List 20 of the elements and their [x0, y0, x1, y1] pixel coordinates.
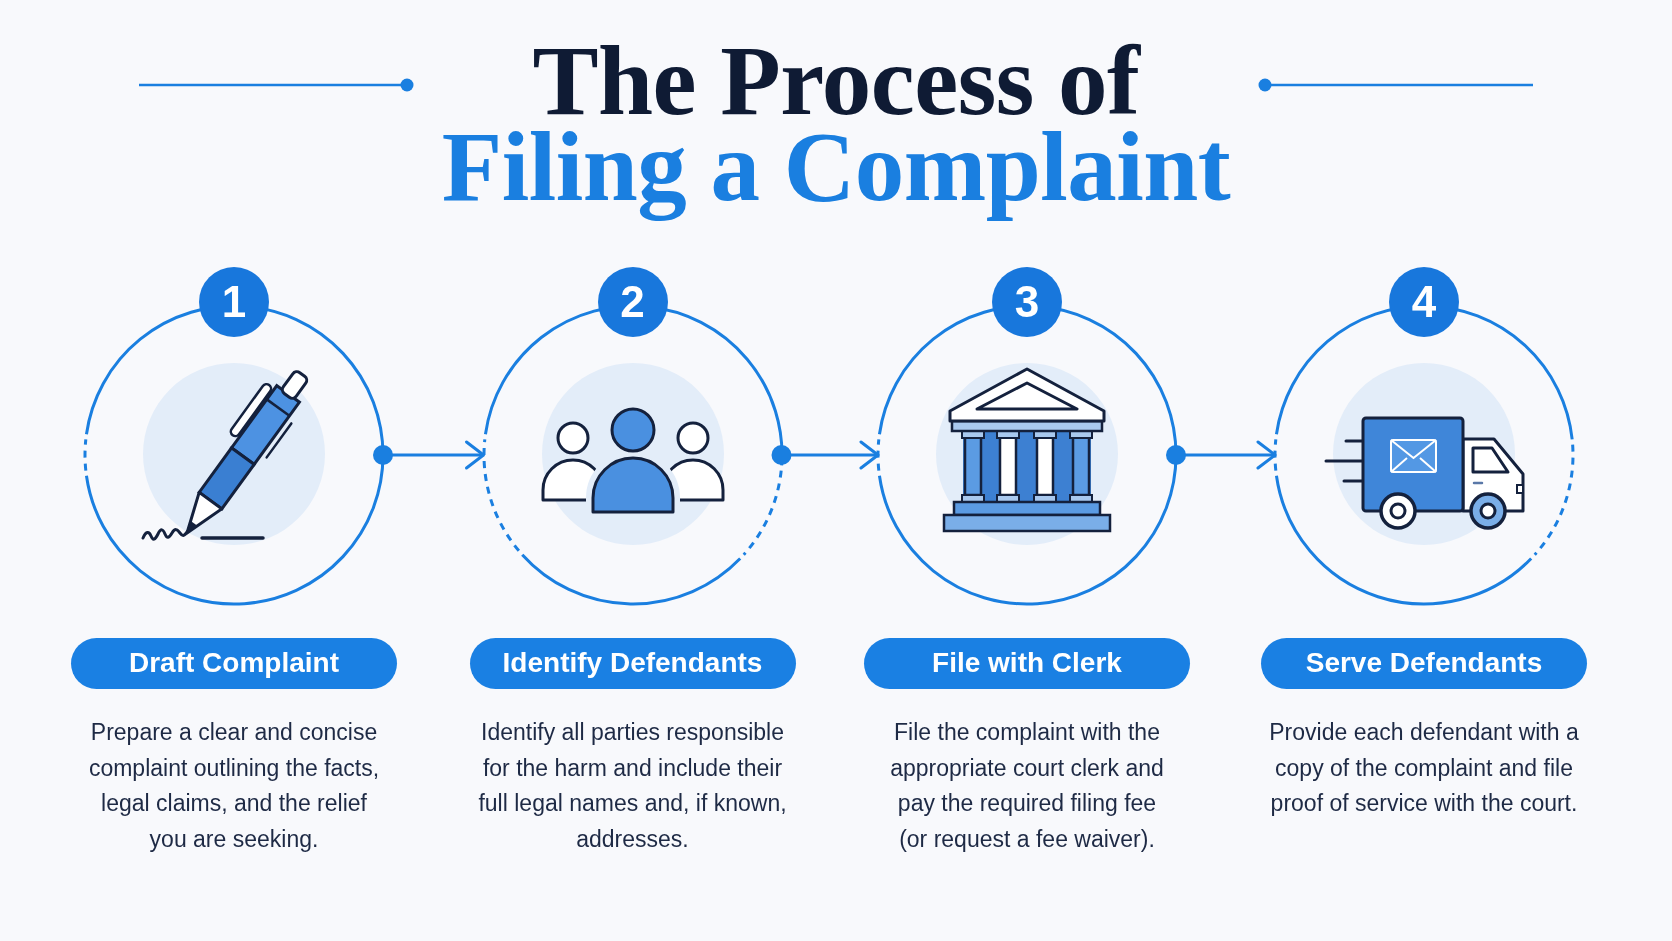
- step-title: Serve Defendants: [1305, 648, 1543, 679]
- arrow: [771, 440, 880, 470]
- step-label-pill: [1261, 638, 1587, 689]
- step-title: Identify Defendants: [502, 648, 763, 679]
- step-title: Draft Complaint: [129, 648, 339, 679]
- step-number: 1: [221, 280, 247, 324]
- step-label-pill: [469, 638, 796, 689]
- step-description: Identify all parties responsible for the harm and include their full legal names and, if known, addresses.: [477, 718, 788, 854]
- title: The Process of Filing a Complaint: [440, 28, 1232, 223]
- step-label-pill: [71, 638, 397, 689]
- step-number: 3: [1014, 280, 1040, 324]
- arrow: [373, 440, 485, 470]
- step-number: 2: [620, 280, 645, 324]
- step-title: File with Clerk: [932, 648, 1122, 679]
- step-description: Prepare a clear and concise complaint outlining the facts, legal claims, and the relief you are seeking.: [87, 718, 381, 854]
- step-number: 4: [1411, 280, 1437, 324]
- step-description: Provide each defendant with a copy of the complaint and file proof of service with the court.: [1268, 718, 1580, 819]
- step-label-pill: [864, 638, 1190, 689]
- step-description: File the complaint with the appropriate court clerk and pay the required filing fee (or request a fee waiver).: [889, 718, 1165, 854]
- arrow: [1166, 440, 1277, 470]
